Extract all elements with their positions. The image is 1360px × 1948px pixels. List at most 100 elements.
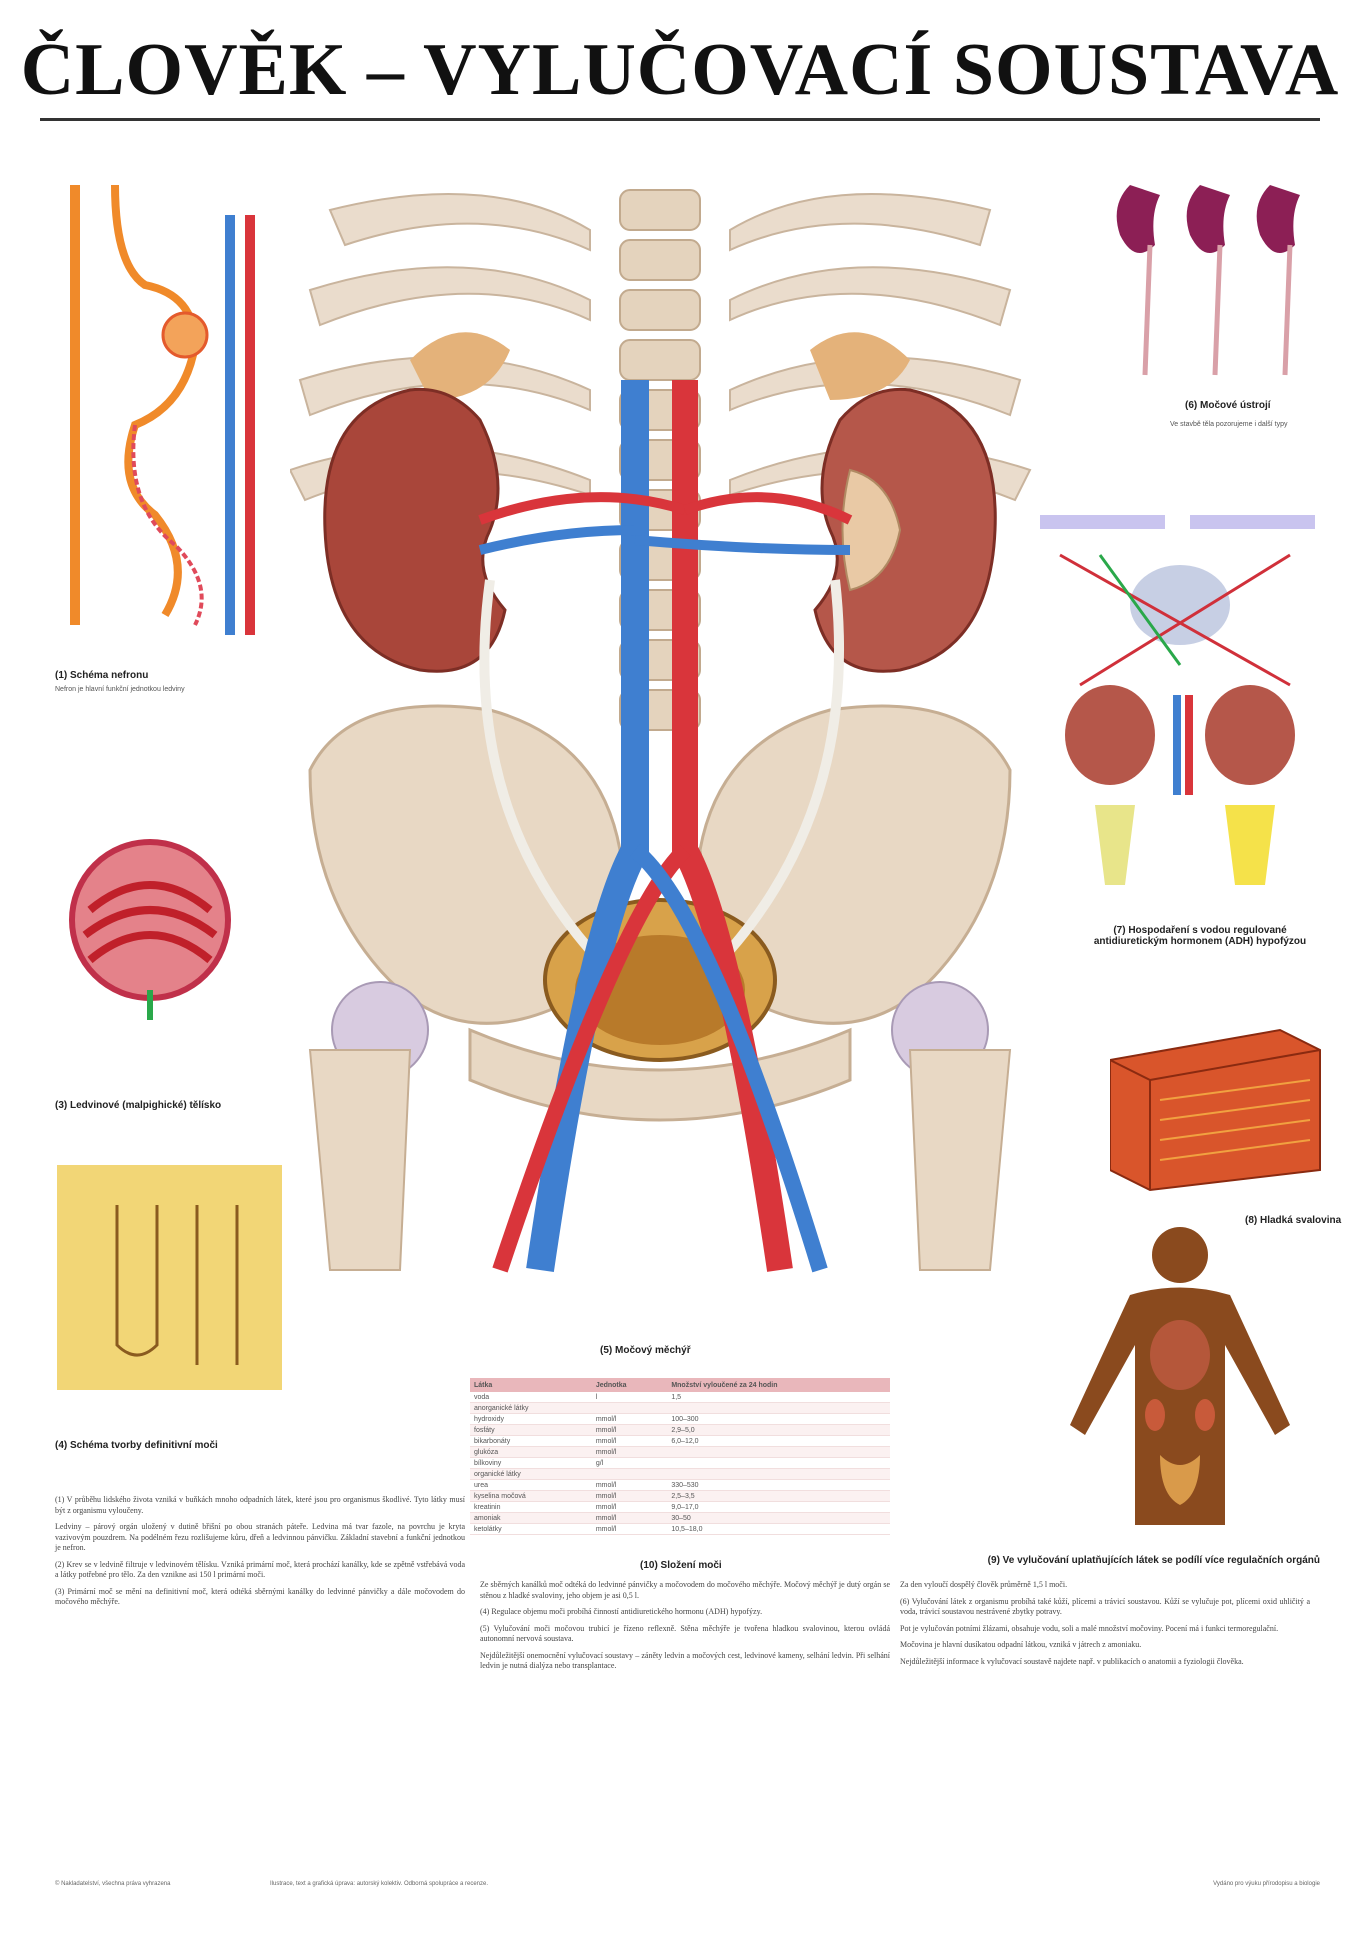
paragraph: (6) Vylučování látek z organismu probíhá…: [900, 1596, 1310, 1617]
countercurrent-caption: (4) Schéma tvorby definitivní moči: [55, 1440, 218, 1451]
right-adrenal-gland: [810, 332, 910, 400]
left-adrenal-gland: [410, 332, 510, 400]
text-column-1: (1) V průběhu lidského života vzniká v b…: [55, 1495, 465, 1614]
table-cell: mmol/l: [591, 1413, 668, 1425]
paragraph: Za den vyloučí dospělý člověk průměrně 1…: [900, 1580, 1068, 1589]
nephron-caption: (1) Schéma nefronu: [55, 670, 149, 681]
table-cell: mmol/l: [591, 1424, 668, 1436]
renal-vein-right: [634, 535, 851, 555]
table-cell: hydroxidy: [470, 1413, 592, 1425]
table-cell: ketolátky: [470, 1523, 592, 1535]
table-cell: fosfáty: [470, 1424, 592, 1436]
table-cell: 9,0–17,0: [667, 1501, 890, 1513]
adh-caption: (7) Hospodaření s vodou regulované antid…: [1093, 925, 1307, 947]
table-cell: 30–50: [667, 1512, 890, 1524]
footer-right: Vydáno pro výuku přírodopisu a biologie: [1213, 1881, 1320, 1887]
muscle-diagram: [1110, 1028, 1321, 1192]
nephron-diagram: [70, 185, 255, 635]
text-column-3: Za den vyloučí dospělý člověk průměrně 1…: [900, 1580, 1310, 1673]
table-cell: mmol/l: [591, 1479, 668, 1491]
table-cell: 2,9–5,0: [667, 1424, 890, 1436]
renal-vein-left: [478, 525, 636, 555]
countercurrent-diagram: [57, 1165, 282, 1390]
table-cell: 100–300: [667, 1413, 890, 1425]
table-header: Látka: [470, 1378, 592, 1392]
table-row: organické látky: [470, 1468, 890, 1480]
paragraph: (3) Primární moč se mění na definitivní …: [55, 1586, 465, 1607]
table-cell: organické látky: [470, 1468, 592, 1480]
footer-left: © Nakladatelství, všechna práva vyhrazen…: [55, 1881, 171, 1887]
aorta: [672, 380, 793, 1272]
table-header: Množství vyloučené za 24 hodin: [667, 1378, 890, 1392]
renal-pelvis: [841, 468, 902, 592]
paragraph: (2) Krev se v ledvině filtruje v ledvino…: [55, 1559, 465, 1580]
table-cell: g/l: [591, 1457, 668, 1469]
right-ureter: [726, 579, 844, 954]
table-cell: mmol/l: [591, 1512, 668, 1524]
left-ureter: [479, 579, 594, 954]
table-cell: 6,0–12,0: [667, 1435, 890, 1447]
table-cell: urea: [470, 1479, 592, 1491]
table-cell: [591, 1402, 668, 1414]
kidneys-small-diagram: [1116, 185, 1300, 376]
paragraph: Pot je vylučován potními žlázami, obsahu…: [900, 1623, 1279, 1633]
paragraph: (5) Vylučování moči močovou trubicí je ř…: [480, 1623, 890, 1644]
paragraph: Ledviny – párový orgán uložený v dutině …: [55, 1522, 465, 1552]
table-cell: bikarbonáty: [470, 1435, 592, 1447]
table-cell: mmol/l: [591, 1446, 668, 1458]
table-cell: [667, 1457, 890, 1469]
table-cell: kreatinin: [470, 1501, 592, 1513]
renal-artery-left: [478, 492, 687, 525]
urinary-system-illustration: [290, 189, 1032, 1273]
table-cell: [667, 1446, 890, 1458]
table-header: Jednotka: [591, 1378, 668, 1392]
nephron-note: Nefron je hlavní funkční jednotkou ledvi…: [55, 686, 185, 693]
paragraph: Nejdůležitější onemocnění vylučovací sou…: [480, 1650, 890, 1671]
iliac-vein-right: [629, 843, 828, 1273]
footer-middle: Ilustrace, text a grafická úprava: autor…: [270, 1881, 488, 1887]
paragraph: (4) Regulace objemu moči probíhá činnost…: [480, 1607, 763, 1616]
title-divider: [40, 118, 1320, 121]
table-cell: [667, 1468, 890, 1480]
kidneys-small-note: Ve stavbě těla pozorujeme i další typy: [1170, 421, 1288, 428]
table-cell: mmol/l: [591, 1501, 668, 1513]
paragraph: Ze sběrných kanálků moč odtéká do ledvin…: [480, 1580, 890, 1600]
page-title: ČLOVĚK – VYLUČOVACÍ SOUSTAVA: [20, 29, 1340, 111]
table-row: anorganické látky: [470, 1402, 890, 1414]
table-cell: [591, 1468, 668, 1480]
left-kidney: [323, 387, 507, 673]
right-femur: [908, 1049, 1012, 1271]
paragraph: Močovina je hlavní dusíkatou odpadní lát…: [900, 1640, 1142, 1649]
muscle-caption: (8) Hladká svalovina: [1245, 1215, 1342, 1226]
table-header-row: Látka Jednotka Množství vyloučené za 24 …: [470, 1378, 890, 1392]
table-cell: voda: [470, 1392, 592, 1403]
text-column-2: Ze sběrných kanálků moč odtéká do ledvin…: [480, 1580, 890, 1678]
urine-table-caption: (10) Složení moči: [640, 1560, 722, 1571]
renal-artery-right: [683, 492, 853, 525]
paragraph: Nejdůležitější informace k vylučovací so…: [900, 1656, 1244, 1666]
left-femur: [308, 1049, 412, 1271]
vena-cava: [526, 380, 649, 1273]
table-cell: amoniak: [470, 1512, 592, 1524]
table-cell: 10,5–18,0: [667, 1523, 890, 1535]
table-cell: 2,5–3,5: [667, 1490, 890, 1502]
table-cell: glukóza: [470, 1446, 592, 1458]
urine-composition-table: Látka Jednotka Množství vyloučené za 24 …: [470, 1378, 890, 1535]
body-caption: (9) Ve vylučování uplatňujících látek se…: [987, 1555, 1320, 1566]
table-cell: mmol/l: [591, 1490, 668, 1502]
table-cell: kyselina močová: [470, 1490, 592, 1502]
table-cell: l: [591, 1392, 668, 1403]
kidneys-small-caption: (6) Močové ústrojí: [1185, 400, 1271, 411]
iliac-artery-left: [492, 844, 691, 1273]
body-diagram: [1070, 1227, 1290, 1525]
table-cell: [667, 1402, 890, 1414]
